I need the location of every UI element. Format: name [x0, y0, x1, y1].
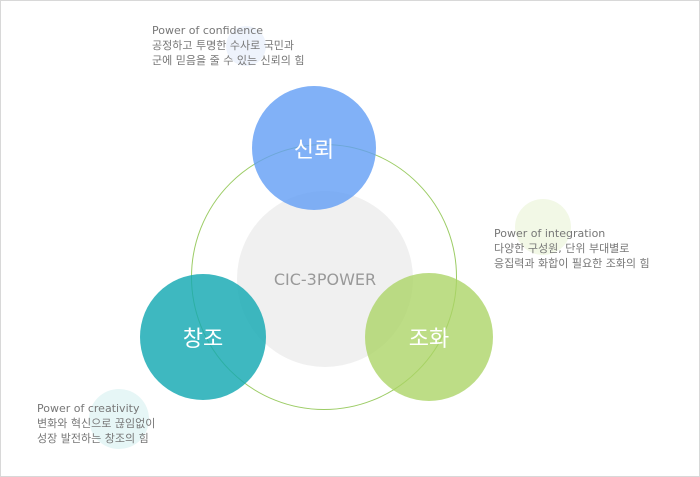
- desc-line: 군에 믿음을 줄 수 있는 신뢰의 힘: [152, 54, 305, 67]
- deco-circle: [89, 389, 149, 449]
- deco-circle: [515, 199, 571, 255]
- desc-line: 공정하고 투명한 수사로 국민과: [152, 39, 295, 52]
- node-harmony[interactable]: 조화: [365, 273, 493, 401]
- deco-circle: [226, 26, 266, 66]
- center-label: CIC-3POWER: [273, 269, 377, 289]
- desc-line: 응집력과 화합이 필요한 조화의 힘: [494, 257, 650, 270]
- node-label: 신뢰: [293, 138, 335, 163]
- node-creativity[interactable]: 창조: [140, 274, 266, 400]
- desc-en: Power of creativity: [37, 402, 140, 415]
- node-label: 조화: [408, 327, 450, 352]
- creativity-description: Power of creativity 변화와 혁신으로 끊임없이 성장 발전하…: [37, 401, 155, 446]
- desc-line: 성장 발전하는 창조의 힘: [37, 432, 149, 445]
- desc-line: 변화와 혁신으로 끊임없이: [37, 417, 156, 430]
- node-trust[interactable]: 신뢰: [252, 86, 376, 210]
- desc-en: Power of integration: [494, 227, 606, 240]
- trust-description: Power of confidence 공정하고 투명한 수사로 국민과 군에 …: [152, 23, 305, 68]
- harmony-description: Power of integration 다양한 구성원, 단위 부대별로 응집…: [494, 226, 650, 271]
- node-label: 창조: [182, 327, 224, 352]
- desc-line: 다양한 구성원, 단위 부대별로: [494, 242, 630, 255]
- desc-en: Power of confidence: [152, 24, 264, 37]
